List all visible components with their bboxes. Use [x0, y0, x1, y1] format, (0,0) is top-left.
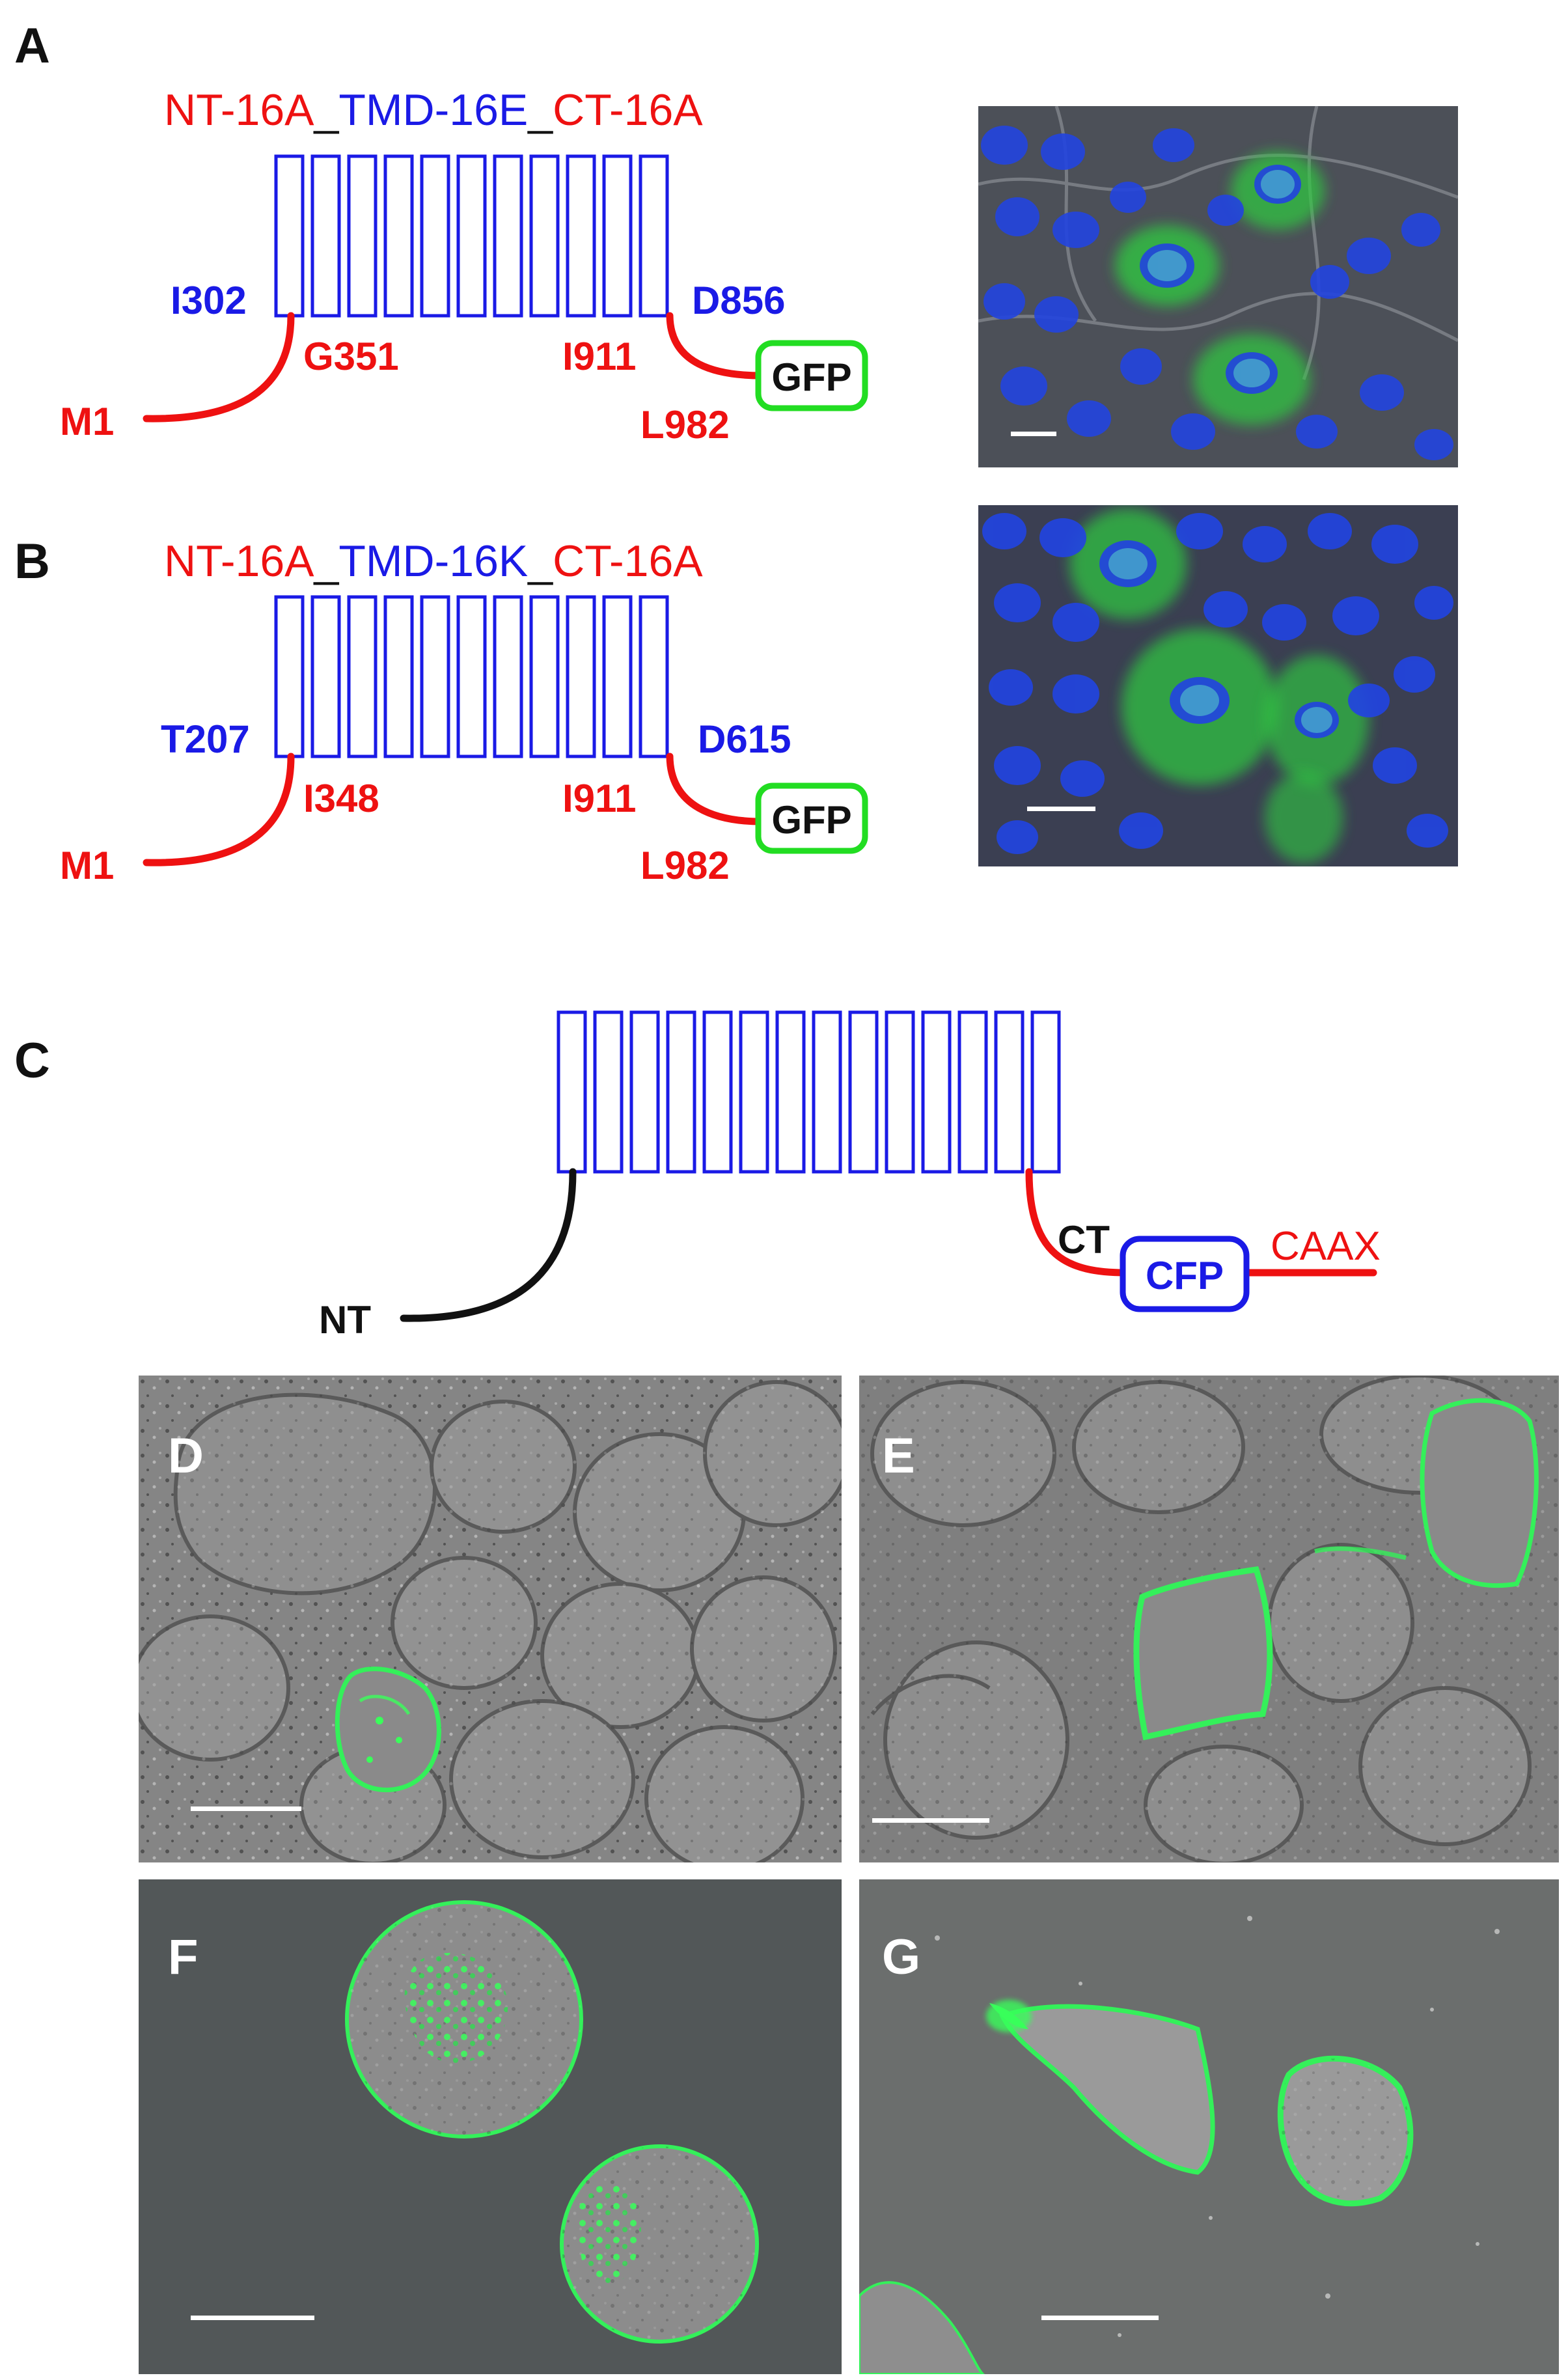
nt-join-label-a: G351 [303, 335, 399, 378]
tmd-start-label-b: T207 [161, 717, 250, 761]
panel-a: A NT-16A_TMD-16E_CT-16A GFP I302 D856 G3… [14, 18, 868, 447]
ct-join-label-b: I911 [562, 777, 636, 820]
panel-c: C CFP NT CT CAAX [14, 1010, 1381, 1342]
title-ct-segment: CT-16A [553, 85, 703, 135]
scale-bar [191, 1806, 301, 1811]
tmd-start-label-a: I302 [171, 279, 247, 322]
micrograph-d: D [139, 1376, 842, 1862]
ct-label-c: CT [1058, 1218, 1110, 1262]
title-tmd-segment: TMD-16E [338, 85, 528, 135]
tmd-end-label-a: D856 [692, 279, 785, 322]
title-ct-segment: CT-16A [553, 536, 703, 586]
micrograph-b [978, 505, 1458, 866]
construct-title-b: NT-16A_TMD-16K_CT-16A [164, 536, 703, 586]
panel-letter-f: F [168, 1930, 198, 1985]
scale-bar [1041, 2316, 1159, 2320]
title-separator: _ [527, 536, 553, 586]
cfp-tag-box-c [1120, 1236, 1250, 1312]
scale-bar [1027, 807, 1095, 811]
ct-join-label-a: I911 [562, 335, 636, 378]
gfp-tag-label-a: GFP [771, 355, 851, 399]
nt-start-label-a: M1 [60, 400, 114, 443]
nt-start-label-b: M1 [60, 844, 114, 887]
micrograph-f: F [139, 1879, 842, 2374]
panel-letter-a: A [14, 18, 50, 74]
title-separator: _ [313, 85, 340, 135]
panel-letter-c: C [14, 1033, 50, 1088]
tmd-helices-c [557, 1010, 1061, 1174]
gfp-tag-label-b: GFP [771, 798, 851, 842]
ct-tail-a [666, 312, 765, 380]
nt-tail-a [143, 312, 295, 422]
panel-letter-d: D [168, 1428, 204, 1484]
tmd-helices-b [274, 595, 669, 758]
micrograph-g: G [859, 1879, 1559, 2374]
panel-b: B NT-16A_TMD-16K_CT-16A GFP T207 D615 I3… [14, 534, 868, 887]
nt-tail-c [400, 1168, 577, 1322]
ct-end-label-a: L982 [640, 403, 730, 447]
tmd-end-label-b: D615 [698, 717, 791, 761]
micrograph-a [978, 106, 1458, 467]
ct-tail-c [1025, 1168, 1130, 1277]
nt-label-c: NT [319, 1298, 371, 1342]
title-nt-segment: NT-16A [164, 85, 314, 135]
gfp-tag-box-b [755, 782, 868, 854]
title-nt-segment: NT-16A [164, 536, 314, 586]
title-separator: _ [527, 85, 553, 135]
scale-bar [1011, 432, 1056, 436]
micrograph-e: E [859, 1376, 1559, 1862]
panel-letter-e: E [882, 1428, 915, 1484]
caax-label-c: CAAX [1271, 1224, 1381, 1269]
panel-letter-g: G [882, 1930, 920, 1985]
title-tmd-segment: TMD-16K [338, 536, 528, 586]
nt-tail-b [143, 753, 295, 866]
gfp-tag-box-a [755, 340, 868, 411]
nt-join-label-b: I348 [303, 777, 379, 820]
construct-title-a: NT-16A_TMD-16E_CT-16A [164, 85, 703, 135]
scale-bar [191, 2316, 314, 2320]
panel-letter-b: B [14, 534, 50, 589]
tmd-helices-a [274, 154, 669, 318]
scale-bar [872, 1818, 989, 1823]
title-separator: _ [313, 536, 340, 586]
cfp-tag-label-c: CFP [1146, 1254, 1224, 1297]
ct-end-label-b: L982 [640, 844, 730, 887]
ct-tail-b [666, 753, 765, 825]
